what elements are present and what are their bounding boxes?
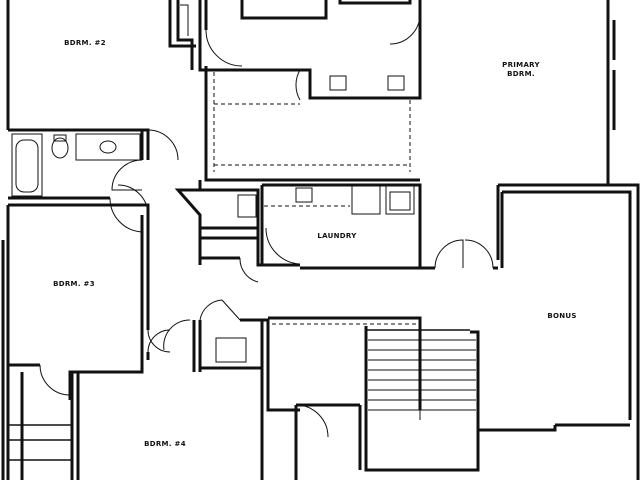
doors xyxy=(39,13,494,438)
hall-bath xyxy=(8,130,150,215)
small-closet xyxy=(192,318,300,412)
bedroom-2-label: BDRM. #2 xyxy=(64,39,106,47)
bedroom-2-walls xyxy=(8,0,196,160)
bedroom-4-label: BDRM. #4 xyxy=(144,440,186,448)
primary-bedroom-label-line2: BDRM. xyxy=(507,70,535,78)
central-walls xyxy=(174,0,422,270)
bedroom-4-walls xyxy=(8,368,264,480)
bonus-label: BONUS xyxy=(547,312,576,320)
bedroom-3-label: BDRM. #3 xyxy=(53,280,95,288)
stair-walls xyxy=(268,316,630,480)
primary-bedroom-label-line1: PRIMARY xyxy=(502,61,540,69)
stair-treads xyxy=(368,330,476,420)
bedroom-3-walls xyxy=(8,215,150,400)
laundry-label: LAUNDRY xyxy=(317,232,357,240)
